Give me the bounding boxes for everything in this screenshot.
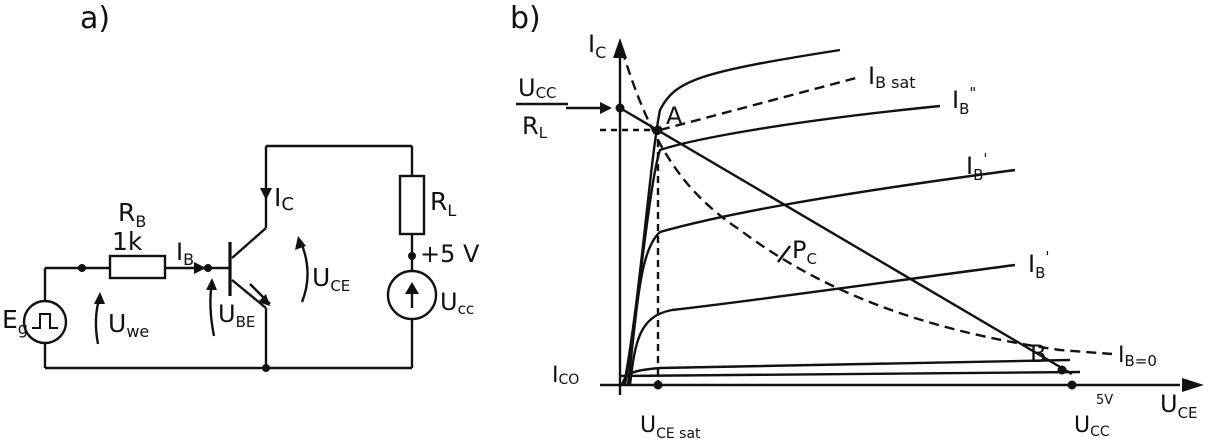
curve-ib-3 xyxy=(623,104,941,386)
ucc-label: Ucc xyxy=(440,288,474,318)
x-axis-label: UCE xyxy=(1160,390,1198,422)
transistor-emitter-leg xyxy=(231,279,267,309)
point-b-label: B xyxy=(1030,340,1046,368)
supply-ucc xyxy=(386,269,438,321)
curve-ib-1 xyxy=(628,263,1016,386)
pulse-symbol xyxy=(32,313,58,329)
ic-label: IC xyxy=(274,183,294,215)
power-hyperbola xyxy=(620,49,1113,356)
uce-arrowhead xyxy=(295,236,306,250)
node-dot xyxy=(408,252,416,260)
panel-a-fills xyxy=(78,188,419,372)
ib3-label: IB" xyxy=(952,84,976,118)
ib-sat-label: IB sat xyxy=(868,62,916,92)
five-volt-label: 5V xyxy=(1096,393,1113,408)
uce-sat-dot xyxy=(653,380,663,390)
node-dot xyxy=(78,264,86,272)
panel-a-circuit xyxy=(22,144,438,370)
ib0-label: IB=0 xyxy=(1118,343,1157,370)
eg-label: Eg xyxy=(2,305,28,338)
pc-label: PC xyxy=(792,236,817,268)
rb-value: 1k xyxy=(112,227,143,256)
point-b-dot xyxy=(1057,365,1067,375)
resistor-rb xyxy=(108,254,167,280)
ib-arrowhead xyxy=(194,262,206,274)
node-dot xyxy=(262,364,270,372)
ube-arrow xyxy=(209,281,216,337)
panel-b-fills xyxy=(600,38,1204,392)
ico-label: ICO xyxy=(552,363,579,388)
panel-a-label: a) xyxy=(80,1,110,36)
ib2-label: IB' xyxy=(966,150,988,184)
transistor-collector-leg xyxy=(231,227,267,259)
y-axis-label: IC xyxy=(588,30,606,62)
uce-sat-label: UCE sat xyxy=(640,413,701,442)
ucc-x-label: UCC xyxy=(1074,413,1110,440)
supply-arrowhead xyxy=(405,282,419,294)
rl-label: RL xyxy=(430,187,456,220)
generator-eg xyxy=(22,299,68,345)
supply-voltage-label: +5 V xyxy=(420,240,480,268)
load-line xyxy=(619,106,1073,376)
ucc-numerator: UCC xyxy=(518,74,557,102)
ucc-rl-arrowhead xyxy=(600,102,612,114)
x-axis-arrowhead xyxy=(1182,378,1204,392)
ic-arrowhead xyxy=(260,188,272,200)
point-a-label: A xyxy=(666,102,683,130)
ib-sat-dashed xyxy=(659,76,857,132)
resistor-rl xyxy=(398,174,426,236)
uce-arrow xyxy=(298,239,309,303)
ucc-dot xyxy=(1067,380,1077,390)
node-dot xyxy=(204,264,212,272)
ico-line xyxy=(619,370,1081,378)
emitter-arrowhead xyxy=(258,294,270,306)
uwe-label: Uwe xyxy=(108,309,149,341)
y-axis-arrowhead xyxy=(613,38,627,58)
rl-denominator: RL xyxy=(522,112,548,142)
uce-label: UCE xyxy=(312,263,350,295)
ib-label: IB xyxy=(176,238,194,269)
uwe-arrowhead xyxy=(94,292,105,304)
pc-leader xyxy=(777,245,791,263)
ube-arrowhead xyxy=(206,278,217,290)
curve-ib-2 xyxy=(626,168,1016,386)
intercept-dot xyxy=(615,103,625,113)
panel-b-label: b) xyxy=(510,1,541,36)
ube-label: UBE xyxy=(218,300,255,331)
rb-label: RB xyxy=(118,198,146,231)
point-a-dot xyxy=(653,125,663,135)
panel-b-plot xyxy=(516,48,1180,395)
curve-ib-0 xyxy=(620,358,1071,386)
ib1-label: IB' xyxy=(1028,248,1050,282)
